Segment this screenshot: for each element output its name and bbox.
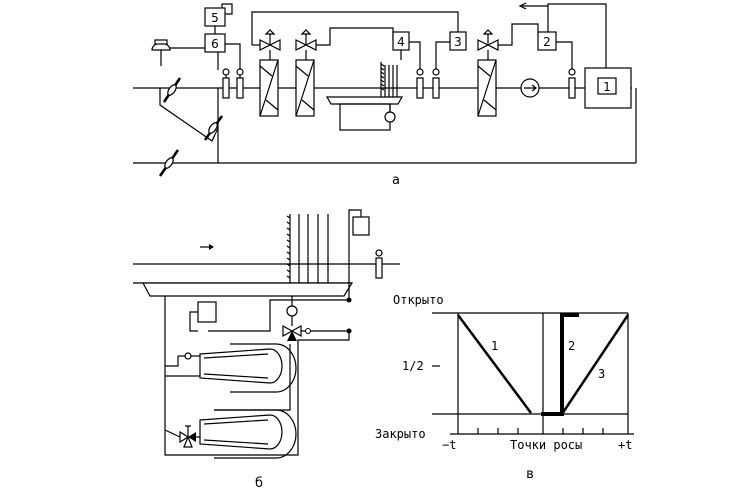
curve-3	[560, 314, 630, 415]
thermometer-b	[375, 249, 383, 279]
fan	[520, 78, 540, 98]
control-line-3	[251, 11, 459, 45]
control-line-4	[316, 27, 394, 46]
humidifier	[325, 62, 404, 131]
valve-b2	[179, 425, 196, 448]
caption-a: а	[392, 173, 400, 188]
bypass-diagonal	[159, 88, 219, 142]
caption-b: б	[255, 476, 263, 488]
control-line-1	[547, 3, 607, 68]
valve-3	[477, 29, 499, 60]
x-ticks	[450, 414, 634, 435]
control-line-2b	[522, 5, 549, 34]
box-6-label: 6	[211, 37, 219, 51]
sensor-3	[416, 68, 424, 99]
arrow-head	[518, 2, 527, 10]
box-2-label: 2	[543, 35, 551, 49]
spray-tray	[141, 282, 354, 297]
curve-1	[456, 314, 533, 414]
controller-box-2	[537, 31, 557, 51]
damper-1	[162, 77, 182, 103]
y-label-open: Открыто	[393, 293, 444, 307]
valve-1	[252, 29, 281, 60]
pump	[286, 305, 298, 317]
valve-2	[295, 29, 317, 60]
damper-3	[158, 149, 180, 177]
box-5-label: 5	[211, 11, 219, 25]
damper-2	[203, 115, 224, 141]
three-way-valve	[282, 316, 302, 341]
y-label-half: 1/2	[402, 359, 424, 373]
box-4-label: 4	[397, 35, 405, 49]
control-line-2	[498, 23, 539, 46]
sensor-1	[222, 68, 230, 99]
controller-b	[197, 301, 217, 323]
x-label-right: +t	[618, 438, 632, 452]
scheme-a: 5 6	[133, 2, 637, 188]
airflow-arrow	[200, 244, 214, 250]
heater-coil-2	[295, 59, 315, 117]
caption-v: в	[526, 467, 534, 482]
sensor-2	[236, 68, 244, 99]
graph-v: 1 2 3 Открыто 1/2 Закрыто −t Точки росы …	[375, 293, 634, 482]
sensor-5	[568, 68, 576, 99]
curve-1-label: 1	[491, 339, 498, 353]
heater-coil-3	[477, 59, 497, 117]
controller-box-3	[449, 31, 467, 51]
sensor-box	[352, 216, 370, 236]
curve-2-label: 2	[568, 339, 575, 353]
heat-exchanger-1	[178, 343, 297, 393]
box-1-label: 1	[603, 80, 611, 94]
scheme-b: б	[133, 209, 400, 488]
curve-3-label: 3	[598, 367, 605, 381]
damper-actuator	[151, 39, 205, 66]
curve-2	[541, 313, 579, 416]
heat-exchanger-2	[179, 409, 297, 459]
x-label-left: −t	[442, 438, 456, 452]
x-label-mid: Точки росы	[510, 438, 582, 452]
y-label-closed: Закрыто	[375, 427, 426, 441]
heater-coil-1	[259, 59, 279, 117]
controller-box-1	[597, 77, 617, 95]
box-3-label: 3	[454, 35, 462, 49]
sensor-4	[432, 68, 440, 99]
